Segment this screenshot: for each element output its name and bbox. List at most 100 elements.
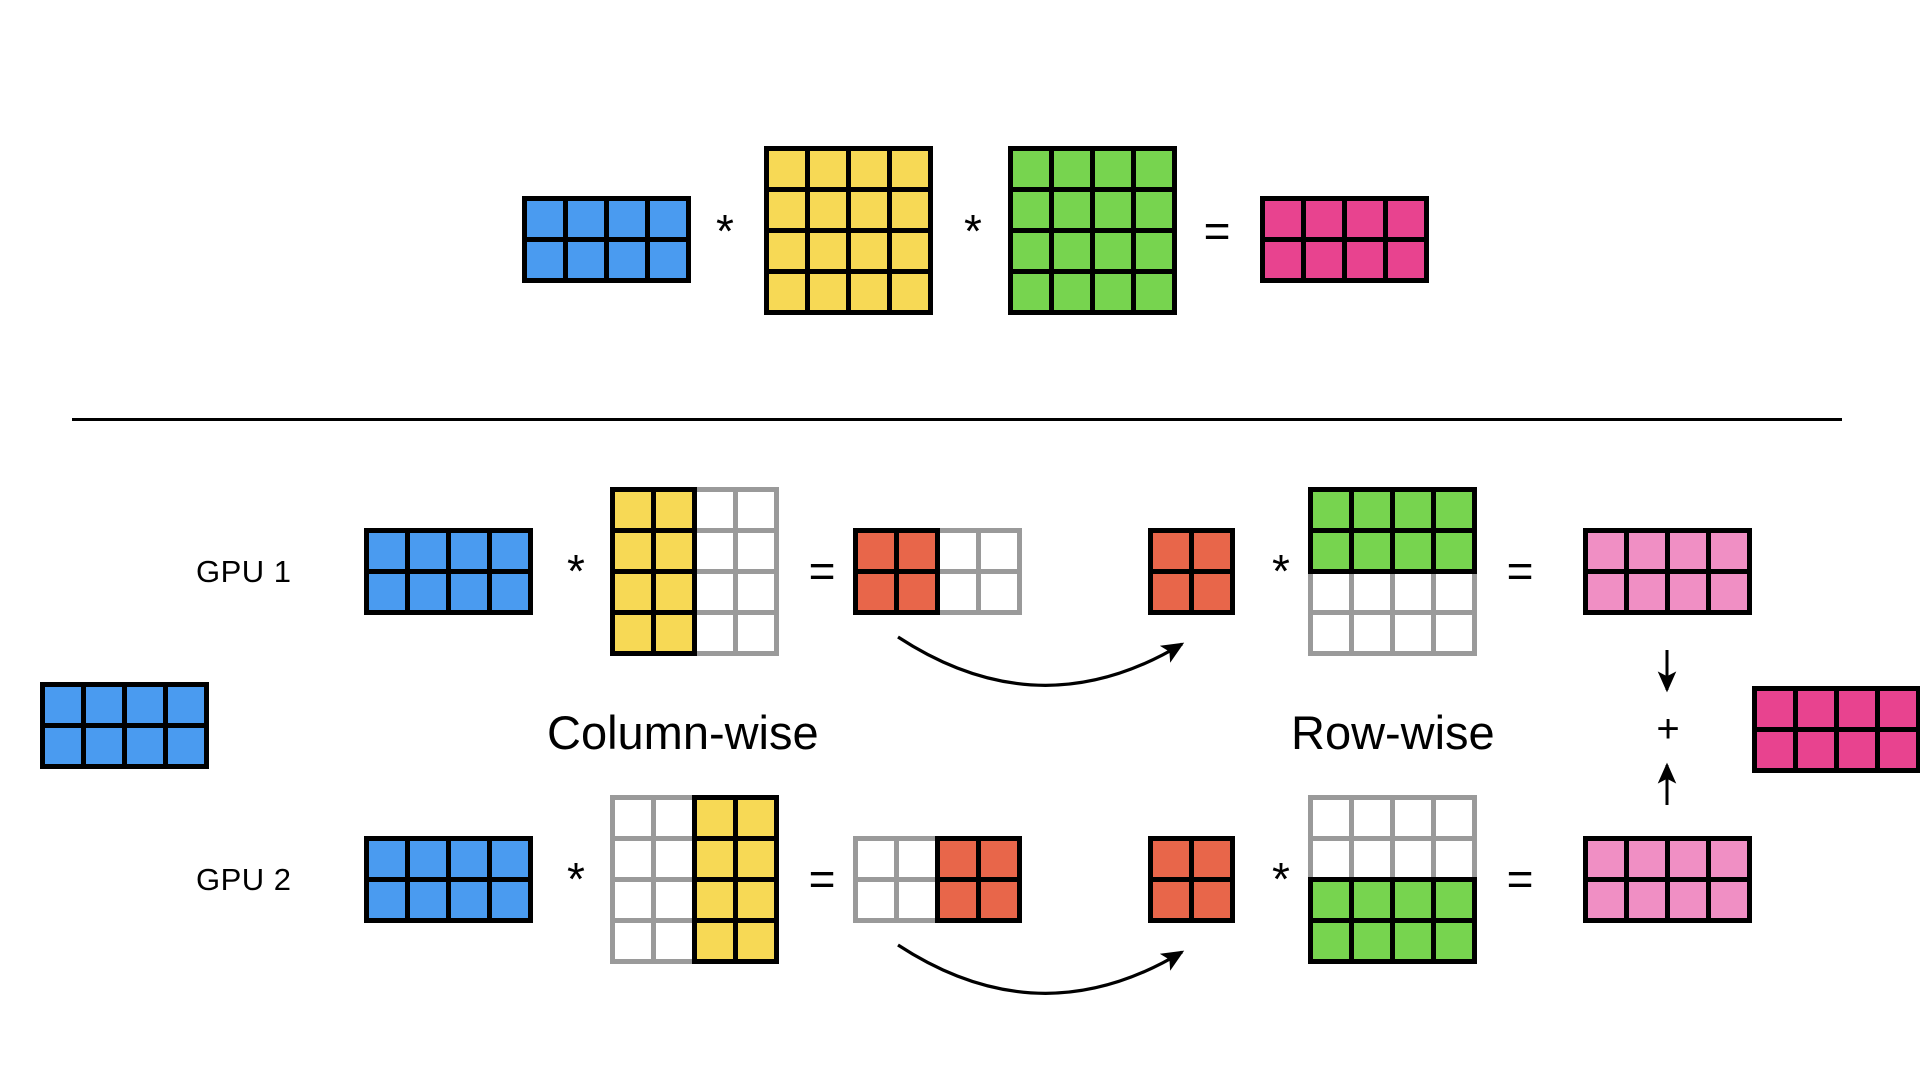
top-green-cell-0-3 [1130, 145, 1177, 192]
shared-blue-cell-0-1 [80, 681, 127, 728]
top-yellow-cell-1-3 [886, 186, 933, 233]
g2-green-cell-1-1 [1348, 835, 1395, 882]
g1-yellow-cell-3-2 [691, 609, 738, 656]
top-magenta-cell-1-3 [1382, 236, 1429, 283]
gpu-2-label: GPU 2 [196, 862, 292, 897]
g2-green-cell-2-2 [1389, 876, 1436, 923]
g1-green-cell-0-0 [1307, 486, 1354, 533]
g2-yellow-cell-3-0 [609, 917, 656, 964]
g2-yellow-cell-1-2 [691, 835, 738, 882]
top-yellow-cell-2-2 [845, 227, 892, 274]
top-blue-cell-0-0 [521, 195, 568, 242]
gpu-1-label: GPU 1 [196, 554, 292, 589]
column-wise-label: Column-wise [547, 706, 819, 759]
gpu-1-yellow-column-shard [609, 486, 779, 656]
top-green-cell-3-3 [1130, 268, 1177, 315]
g1-red-wide-cell-1-3 [975, 568, 1022, 615]
g1-yellow-cell-0-1 [650, 486, 697, 533]
g2-red-wide-cell-0-2 [934, 835, 981, 882]
top-green-cell-1-3 [1130, 186, 1177, 233]
g2-yellow-cell-2-1 [650, 876, 697, 923]
top-yellow-cell-3-3 [886, 268, 933, 315]
top-blue-cell-1-1 [562, 236, 609, 283]
g2-green-cell-0-0 [1307, 794, 1354, 841]
g2-green-cell-3-2 [1389, 917, 1436, 964]
g1-blue-cell-1-3 [486, 568, 533, 615]
g2-pink-cell-1-3 [1705, 876, 1752, 923]
g1-yellow-cell-2-1 [650, 568, 697, 615]
gpu-2-green-row-shard [1307, 794, 1477, 964]
gpu-1-green-row-shard [1307, 486, 1477, 656]
g1-green-cell-1-2 [1389, 527, 1436, 574]
g1-green-cell-1-0 [1307, 527, 1354, 574]
shared-blue-cell-1-3 [162, 722, 209, 769]
g1-yellow-cell-0-3 [732, 486, 779, 533]
g2-blue-cell-1-1 [404, 876, 451, 923]
g1-yellow-cell-2-0 [609, 568, 656, 615]
g1-red-small-cell-0-1 [1188, 527, 1235, 574]
g1-blue-cell-0-2 [445, 527, 492, 574]
top-blue-cell-1-3 [644, 236, 691, 283]
gpu-1-multiply-operator-1: * [567, 545, 585, 597]
top-green-cell-2-0 [1007, 227, 1054, 274]
top-yellow-cell-3-2 [845, 268, 892, 315]
g2-green-cell-1-2 [1389, 835, 1436, 882]
top-yellow-cell-2-1 [804, 227, 851, 274]
gpu-2-gathered-activation-matrix [1147, 835, 1235, 923]
g2-red-small-cell-1-0 [1147, 876, 1194, 923]
g1-green-cell-3-0 [1307, 609, 1354, 656]
g1-green-cell-0-3 [1430, 486, 1477, 533]
top-green-cell-0-2 [1089, 145, 1136, 192]
top-yellow-cell-1-0 [763, 186, 810, 233]
final-magenta-cell-1-3 [1874, 726, 1920, 773]
top-green-cell-2-1 [1048, 227, 1095, 274]
shared-blue-cell-1-1 [80, 722, 127, 769]
top-green-cell-2-2 [1089, 227, 1136, 274]
g2-pink-cell-1-0 [1582, 876, 1629, 923]
top-yellow-cell-0-1 [804, 145, 851, 192]
shared-blue-cell-0-3 [162, 681, 209, 728]
g1-green-cell-1-3 [1430, 527, 1477, 574]
g2-red-wide-cell-0-3 [975, 835, 1022, 882]
g2-green-cell-0-1 [1348, 794, 1395, 841]
final-magenta-cell-0-0 [1751, 685, 1798, 732]
g1-blue-cell-1-0 [363, 568, 410, 615]
top-yellow-cell-0-3 [886, 145, 933, 192]
final-magenta-cell-1-2 [1833, 726, 1880, 773]
g2-pink-cell-0-0 [1582, 835, 1629, 882]
top-green-cell-1-2 [1089, 186, 1136, 233]
g1-green-cell-2-1 [1348, 568, 1395, 615]
top-equals-operator: = [1203, 205, 1231, 257]
top-yellow-weight-matrix [763, 145, 933, 315]
g2-yellow-cell-1-0 [609, 835, 656, 882]
g1-red-wide-cell-1-0 [852, 568, 899, 615]
g2-yellow-cell-1-1 [650, 835, 697, 882]
g1-red-small-cell-1-0 [1147, 568, 1194, 615]
shared-blue-cell-1-0 [39, 722, 86, 769]
g2-pink-cell-0-1 [1623, 835, 1670, 882]
top-blue-cell-1-2 [603, 236, 650, 283]
g1-pink-cell-0-1 [1623, 527, 1670, 574]
g2-pink-cell-0-2 [1664, 835, 1711, 882]
g1-green-cell-0-2 [1389, 486, 1436, 533]
top-green-weight-matrix [1007, 145, 1177, 315]
g2-pink-cell-1-2 [1664, 876, 1711, 923]
top-yellow-cell-2-3 [886, 227, 933, 274]
g2-yellow-cell-3-1 [650, 917, 697, 964]
g2-yellow-cell-0-0 [609, 794, 656, 841]
g1-pink-cell-0-2 [1664, 527, 1711, 574]
g1-green-cell-1-1 [1348, 527, 1395, 574]
g1-red-wide-cell-1-2 [934, 568, 981, 615]
top-yellow-cell-0-0 [763, 145, 810, 192]
g2-blue-cell-0-0 [363, 835, 410, 882]
g1-red-wide-cell-1-1 [893, 568, 940, 615]
shared-blue-cell-1-2 [121, 722, 168, 769]
top-green-cell-3-2 [1089, 268, 1136, 315]
g2-green-cell-2-1 [1348, 876, 1395, 923]
shared-blue-cell-0-0 [39, 681, 86, 728]
gpu-1-partial-output-matrix [1582, 527, 1752, 615]
g2-red-wide-cell-1-3 [975, 876, 1022, 923]
g2-blue-cell-1-3 [486, 876, 533, 923]
g2-yellow-cell-0-3 [732, 794, 779, 841]
gpu-1-gather-arrow [897, 635, 1185, 687]
